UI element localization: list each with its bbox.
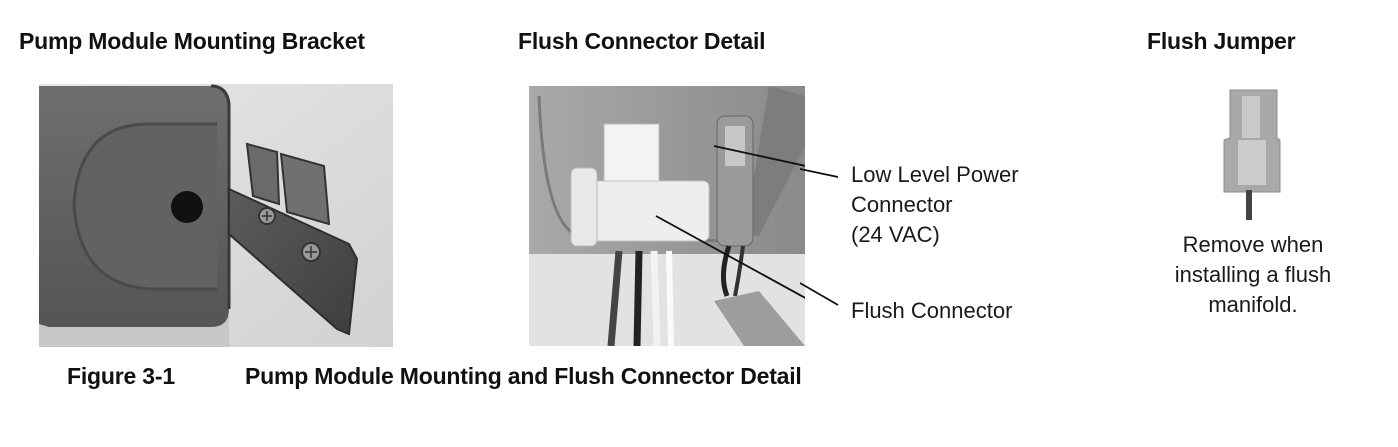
- heading-flush-connector-detail: Flush Connector Detail: [518, 28, 766, 54]
- figure-title: Pump Module Mounting and Flush Connector…: [245, 363, 802, 389]
- figure-number: Figure 3-1: [67, 363, 175, 389]
- heading-mounting-bracket: Pump Module Mounting Bracket: [19, 28, 365, 54]
- heading-flush-jumper: Flush Jumper: [1147, 28, 1296, 54]
- mounting-bracket-photo: [39, 84, 393, 347]
- figure-caption: Figure 3-1 Pump Module Mounting and Flush…: [67, 363, 802, 390]
- callout-leader-lines: [800, 168, 839, 306]
- flush-jumper-note: Remove when installing a flush manifold.: [1174, 232, 1332, 317]
- callout-low-level-power-connector: Low Level Power Connector (24 VAC): [851, 162, 1019, 247]
- callout-flush-connector: Flush Connector: [851, 298, 1013, 323]
- flush-jumper-photo: [1212, 82, 1292, 222]
- flush-connector-photo: [529, 86, 805, 346]
